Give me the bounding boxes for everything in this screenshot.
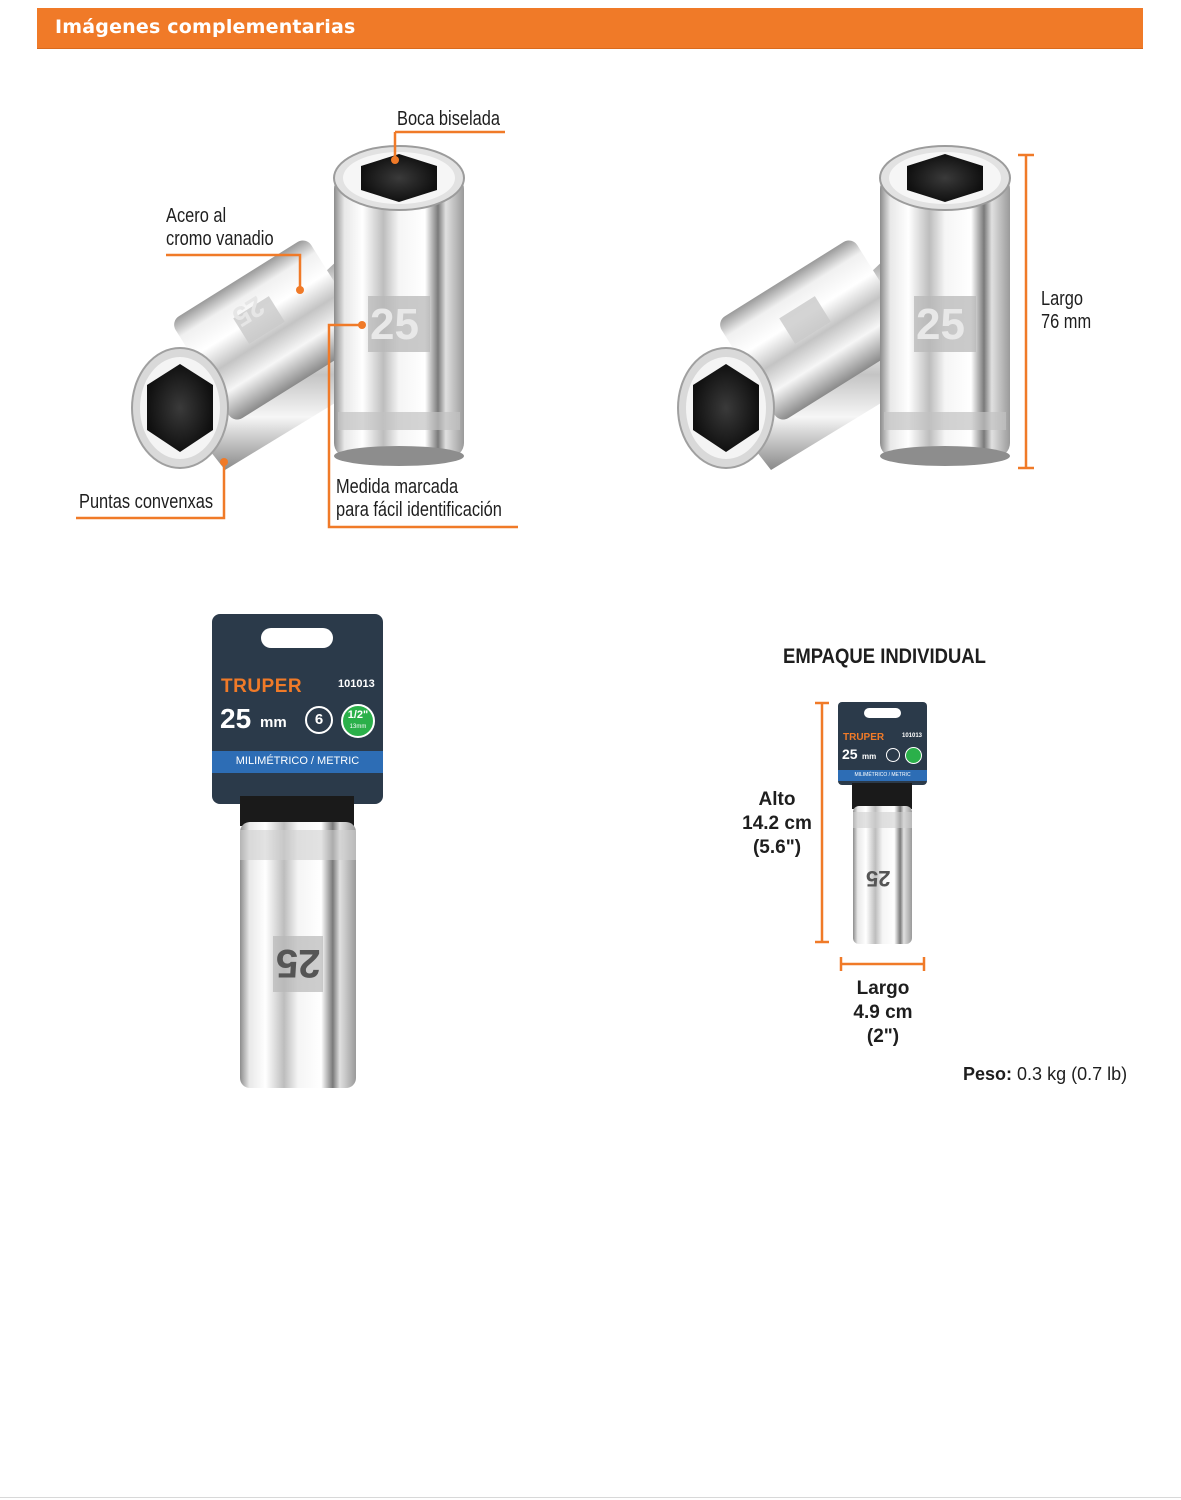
callout-medida-line2: para fácil identificación — [336, 499, 502, 521]
section-header: Imágenes complementarias — [37, 8, 1143, 49]
small-size-number: 25 — [842, 746, 858, 762]
callout-lines — [76, 130, 518, 529]
socket-lying — [131, 240, 366, 470]
hex-points-badge: 6 — [305, 706, 333, 734]
metric-band-text: MILIMÉTRICO / METRIC — [235, 755, 360, 767]
product-code: 101013 — [338, 678, 375, 690]
weight-info: Peso: 0.3 kg (0.7 lb) — [963, 1063, 1127, 1086]
small-metric-band: MILIMÉTRICO / METRIC — [838, 770, 927, 781]
small-socket-size-mark: 25 — [866, 866, 891, 891]
drive-badge: 1/2" 13mm — [341, 704, 375, 738]
small-product-code: 101013 — [902, 733, 923, 739]
small-package-card: TRUPER 101013 25 mm MILIMÉTRICO / METRIC — [838, 702, 927, 785]
weight-value: 0.3 kg (0.7 lb) — [1017, 1064, 1128, 1084]
small-hex-badge — [886, 748, 900, 762]
socket-illustration-annotated — [76, 130, 518, 529]
alto-label-line2: 14.2 cm — [742, 813, 812, 834]
hang-hole — [261, 628, 333, 648]
largo-label-line1: Largo — [856, 978, 910, 999]
socket-standing-2 — [879, 145, 1011, 466]
packaged-socket — [240, 796, 356, 1088]
largo-label-line2: 4.9 cm — [853, 1002, 913, 1023]
largo-label-line3: (2") — [866, 1026, 900, 1047]
metric-band: MILIMÉTRICO / METRIC — [212, 751, 383, 773]
small-metric-band-text: MILIMÉTRICO / METRIC — [854, 772, 911, 778]
brand-logo: TRUPER — [221, 676, 303, 697]
alto-label-line3: (5.6") — [752, 837, 802, 858]
hex-points: 6 — [314, 711, 324, 728]
socket-illustration-dimension — [677, 145, 1034, 470]
alto-label-line1: Alto — [758, 789, 796, 810]
callout-acero-line2: cromo vanadio — [166, 228, 274, 250]
dimension-label-line2: 76 mm — [1041, 311, 1092, 333]
callout-medida-line1: Medida marcada — [336, 476, 459, 498]
callout-boca-biselada: Boca biselada — [397, 108, 501, 130]
size-number: 25 — [220, 703, 252, 734]
empaque-title: EMPAQUE INDIVIDUAL — [783, 645, 986, 668]
socket-standing — [333, 145, 465, 466]
callout-dots — [220, 156, 399, 466]
dimension-bar-alto — [815, 701, 829, 944]
weight-label: Peso: — [963, 1064, 1013, 1084]
small-size-unit: mm — [862, 752, 877, 761]
callout-acero-line1: Acero al — [166, 205, 227, 227]
small-packaged-socket-and-dimensions — [815, 701, 926, 971]
callout-puntas-convenxas: Puntas convenxas — [79, 491, 214, 513]
dimension-bar-largo — [1018, 153, 1034, 470]
package-card: TRUPER 101013 25 mm 6 1/2" 13mm MILIMÉTR… — [212, 614, 383, 804]
small-brand-logo: TRUPER — [843, 732, 885, 743]
socket-lying-2 — [677, 240, 912, 470]
size-unit: mm — [260, 714, 287, 731]
drive-sub: 13mm — [349, 724, 367, 730]
socket-size-mark: 25 — [370, 300, 419, 349]
small-hang-hole — [864, 708, 901, 718]
small-drive-badge — [905, 747, 922, 764]
socket-size-mark-2: 25 — [916, 300, 965, 349]
section-title: Imágenes complementarias — [55, 16, 356, 38]
drive-size: 1/2" — [347, 709, 369, 721]
dimension-label-line1: Largo — [1041, 288, 1083, 310]
dimension-bar-largo-pack — [839, 957, 926, 971]
bottom-divider — [0, 1497, 1181, 1498]
